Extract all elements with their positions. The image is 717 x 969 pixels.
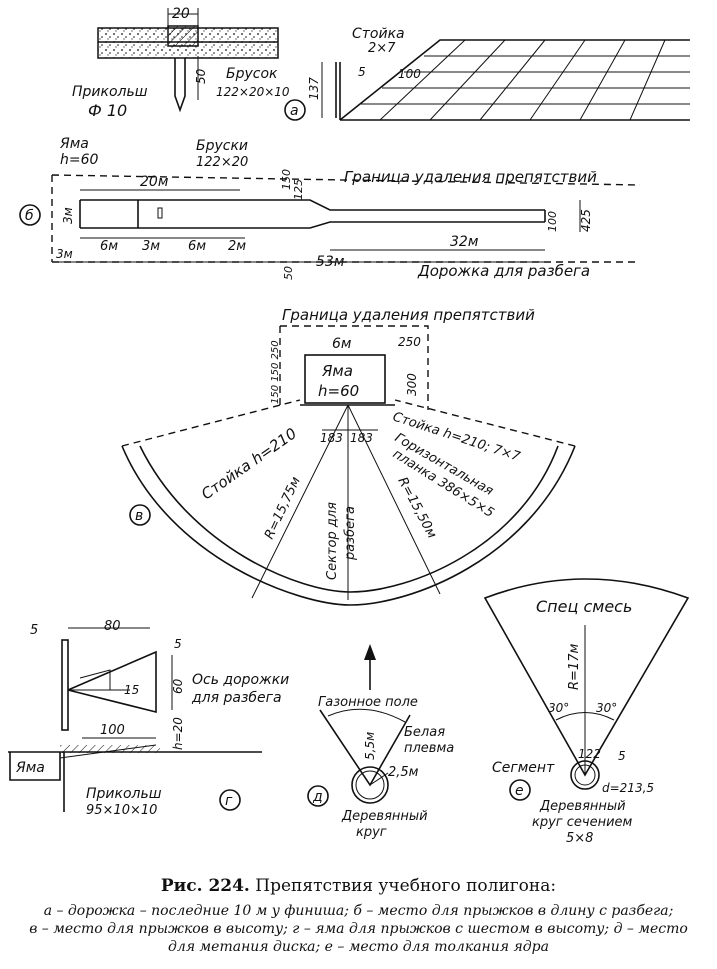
caption-title-bold: Рис. 224.	[160, 876, 250, 896]
label-circle-e-2: круг сечением	[532, 815, 633, 830]
dim-2m: 2м	[228, 239, 246, 254]
caption-line-3: для метания диска; е – место для толкани…	[168, 939, 549, 955]
dim-3m-vertical: 3м	[61, 207, 75, 224]
caption-body: а – дорожка – последние 10 м у финиша; б…	[0, 902, 717, 956]
label-axis-g-1: Ось дорожки	[192, 672, 289, 688]
label-pit-v: Яма	[321, 362, 353, 380]
caption-title: Рис. 224. Препятствия учебного полигона:	[0, 876, 717, 896]
dim-50: 50	[194, 68, 208, 84]
angle-left: 30°	[548, 701, 569, 715]
label-axis-g-2: для разбега	[191, 690, 282, 706]
panel-a-letter: а	[290, 103, 299, 119]
dim-5-right-g: 5	[174, 637, 182, 651]
dim-6m-first: 6м	[100, 239, 118, 254]
panel-v-letter: в	[135, 508, 143, 524]
dim-100-g: 100	[100, 723, 125, 738]
label-post: Стойка	[352, 26, 405, 42]
panel-g-pole-vault: 5 80 5 60 15 100 h=20 Ось дорожки для ра…	[8, 619, 289, 818]
label-stake: Прикольш	[72, 84, 148, 100]
dim-100: 100	[398, 67, 421, 81]
panel-e-shot-put: Спец смесь R=17м 30° 30° 122 5 Сегмент d…	[483, 578, 690, 846]
label-r-e: R=17м	[567, 644, 582, 690]
label-grass: Газонное поле	[318, 695, 418, 710]
dim-6m-v: 6м	[332, 336, 352, 352]
panel-e-letter: е	[515, 783, 524, 799]
label-stake-size-g: 95×10×10	[86, 803, 157, 818]
dim-60-g: 60	[171, 678, 185, 694]
label-r-left: R=15,75м	[262, 475, 304, 542]
dim-100: 100	[546, 211, 559, 232]
panel-d-discus: Газонное поле Белая плевма 5,5м 2,5м Дер…	[307, 644, 454, 840]
label-sector-2: разбега	[343, 506, 358, 561]
dim-183-b: 183	[350, 431, 373, 445]
label-pit-g: Яма	[15, 760, 45, 776]
panel-v-high-jump: Граница удаления препятствий Яма h=60 6м…	[121, 306, 576, 606]
label-pit: Яма	[59, 136, 89, 152]
dim-20m: 20м	[140, 174, 169, 190]
dim-d: d=213,5	[602, 781, 654, 795]
dim-50: 50	[282, 266, 295, 280]
label-circle-d-2: круг	[356, 825, 387, 840]
dim-25: 2,5м	[388, 765, 419, 780]
figure-drawing: 20 50 Брусок 122×20×10 Прикольш Ф 10 137…	[8, 6, 690, 846]
label-pit-h: h=60	[60, 152, 99, 168]
dim-20: 20	[172, 6, 190, 22]
dim-183-a: 183	[320, 431, 343, 445]
label-stake-g: Прикольш	[86, 786, 162, 802]
dim-5: 5	[358, 65, 366, 79]
panel-b-long-jump: б Яма h=60 Бруски 122×20 20м 3м 6м 3м 6м…	[19, 136, 641, 280]
dim-137: 137	[307, 77, 321, 100]
dim-5-e: 5	[618, 749, 626, 763]
label-circle-e-1: Деревянный	[539, 799, 626, 814]
dim-125: 125	[292, 179, 305, 200]
dim-3m-left: 3м	[56, 247, 73, 261]
dim-32m: 32м	[450, 234, 479, 250]
label-stake-size: Ф 10	[88, 101, 127, 120]
label-boundary: Граница удаления препятствий	[344, 168, 597, 186]
label-bar-size: 122×20×10	[216, 85, 290, 99]
dim-6m-second: 6м	[188, 239, 206, 254]
label-white-1: Белая	[404, 725, 445, 740]
caption-title-rest: Препятствия учебного полигона:	[255, 876, 557, 896]
panel-g-letter: г	[225, 793, 233, 809]
dim-5-top-g: 5	[30, 623, 38, 638]
label-circle-e-3: 5×8	[566, 831, 593, 846]
panel-d-letter: д	[312, 789, 323, 805]
panel-b-letter: б	[25, 208, 34, 224]
panel-a-track: 137 Стойка 2×7 5 100 а	[284, 26, 690, 121]
label-pit-h-v: h=60	[318, 382, 359, 400]
panel-a-detail: 20 50 Брусок 122×20×10 Прикольш Ф 10	[72, 6, 290, 120]
dim-250-v: 250	[398, 335, 421, 349]
dim-53m: 53м	[316, 254, 345, 270]
label-circle-d-1: Деревянный	[341, 809, 428, 824]
dim-300-v: 300	[405, 373, 419, 396]
dim-425: 425	[579, 209, 593, 232]
caption-line-1: а – дорожка – последние 10 м у финиша; б…	[43, 903, 674, 919]
label-boundary-v: Граница удаления препятствий	[282, 306, 535, 324]
label-white-2: плевма	[404, 741, 454, 756]
label-post-size: 2×7	[368, 41, 396, 56]
dim-122: 122	[578, 747, 601, 761]
label-sector-1: Сектор для	[325, 502, 340, 580]
dim-h20-g: h=20	[171, 717, 185, 750]
caption-line-2: в – место для прыжков в высоту; г – яма …	[29, 921, 688, 937]
angle-right: 30°	[596, 701, 617, 715]
dim-150-250-v: 150 150 250	[270, 340, 281, 404]
label-segment: Сегмент	[492, 760, 555, 776]
dim-15-g: 15	[124, 683, 139, 697]
label-mix: Спец смесь	[536, 597, 632, 616]
label-bars: Бруски	[196, 138, 248, 154]
dim-55: 5,5м	[363, 732, 377, 760]
dim-80-g: 80	[104, 619, 121, 634]
dim-3m-second: 3м	[142, 239, 160, 254]
dim-150: 150	[280, 169, 293, 190]
label-bars-size: 122×20	[196, 155, 248, 170]
label-bar: Брусок	[226, 66, 278, 82]
label-track: Дорожка для разбега	[417, 262, 590, 280]
